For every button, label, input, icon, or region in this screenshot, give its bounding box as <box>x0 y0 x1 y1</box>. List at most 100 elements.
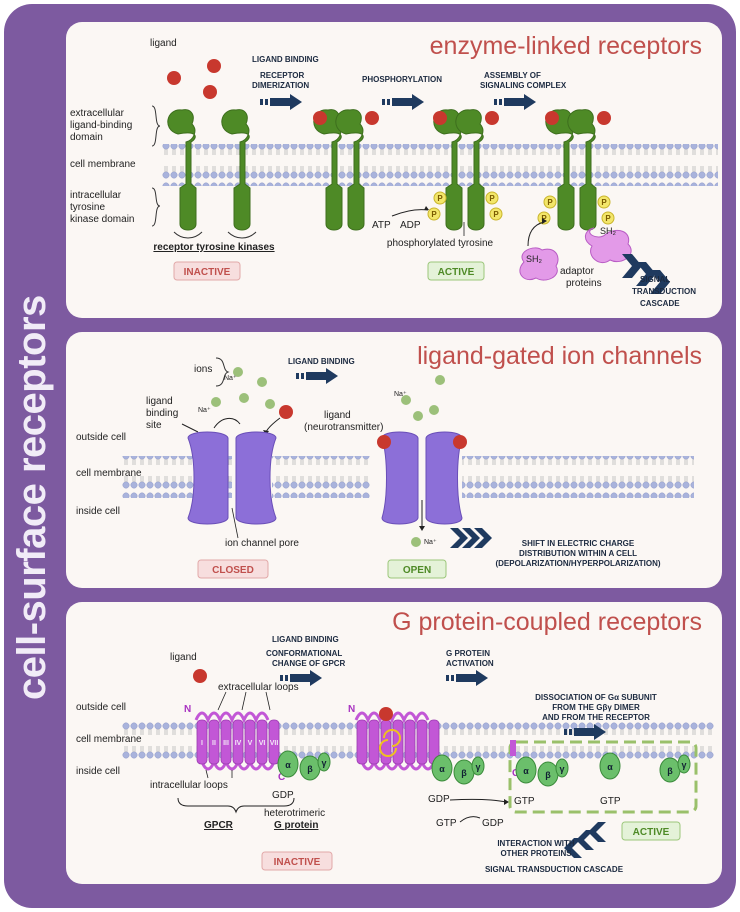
svg-text:γ: γ <box>475 762 480 772</box>
extracellular-label-1: extracellular <box>70 108 125 119</box>
ligand-label: ligand <box>150 38 177 49</box>
panel-enzyme-linked: P enzyme-linked receptors ligand extrace… <box>66 22 722 318</box>
receptor-label: receptor tyrosine kinases <box>153 242 275 253</box>
g-beta-gamma-dimer <box>659 754 691 783</box>
gdp-label: GDP <box>482 818 504 829</box>
ligand-molecule <box>279 405 293 419</box>
step-arrow-icon <box>296 368 338 384</box>
gpcr-receptor: I II III IV V VI VII <box>194 711 280 771</box>
interaction-label-1: INTERACTION WITH <box>497 839 575 848</box>
step-arrow-icon <box>382 94 424 110</box>
closed-label: CLOSED <box>212 565 254 576</box>
panel-gpcr: G protein-coupled receptors outside cell… <box>66 602 722 884</box>
svg-text:β: β <box>545 770 551 780</box>
reaction-arrow-icon <box>391 209 429 217</box>
step-ligand-binding: LIGAND BINDING <box>288 357 355 366</box>
adaptor-label-2: proteins <box>566 278 602 289</box>
gtp-label: GTP <box>436 818 457 829</box>
panel-ion-channels: ligand-gated ion channels outside cell c… <box>66 332 722 588</box>
svg-text:α: α <box>439 764 445 774</box>
step-change-gpcr: CHANGE OF GPCR <box>272 659 346 668</box>
inside-label: inside cell <box>76 506 120 517</box>
ligand-molecule <box>167 71 181 85</box>
phosphorylated-dimer <box>427 109 503 231</box>
gtp-label: GTP <box>514 796 535 807</box>
sodium-label: Na⁺ <box>394 391 407 398</box>
g-protein-label: G protein <box>274 820 318 831</box>
step-dimerization: DIMERIZATION <box>252 81 309 90</box>
svg-text:γ: γ <box>559 764 564 774</box>
step-receptor: RECEPTOR <box>260 71 305 80</box>
ion-dot <box>413 411 423 421</box>
inside-label: inside cell <box>76 766 120 777</box>
outside-label: outside cell <box>76 432 126 443</box>
receptor-dimer <box>313 109 379 231</box>
phosphorylated-tyrosine-label: phosphorylated tyrosine <box>387 238 494 249</box>
sh2-label: SH₂ <box>600 226 617 236</box>
binding-site-label-3: site <box>146 420 162 431</box>
interaction-label-2: OTHER PROTEINS <box>500 849 572 858</box>
pore-label: ion channel pore <box>225 538 299 549</box>
ion-dot <box>239 393 249 403</box>
cell-membrane <box>162 144 718 186</box>
chevron-interaction-icon <box>564 822 606 858</box>
adp-label: ADP <box>400 220 421 231</box>
ligand-molecule <box>207 59 221 73</box>
cell-membrane <box>272 456 370 498</box>
ligand-molecule <box>203 85 217 99</box>
panel1-title: enzyme-linked receptors <box>430 32 702 60</box>
membrane-label: cell membrane <box>70 159 136 170</box>
step-dissociation-2: FROM THE Gβγ DIMER <box>552 703 640 712</box>
chevron-cascade-icon <box>622 254 670 294</box>
panel3-title: G protein-coupled receptors <box>392 608 702 636</box>
brace-icon <box>215 357 230 387</box>
step-ligand-binding: LIGAND BINDING <box>272 635 339 644</box>
shift-label-3: (DEPOLARIZATION/HYPERPOLARIZATION) <box>495 559 660 568</box>
step-assembly: ASSEMBLY OF <box>484 71 541 80</box>
ligand-label: ligand <box>324 410 351 421</box>
ions-label: ions <box>194 364 212 375</box>
panel2-title: ligand-gated ion channels <box>417 342 702 370</box>
svg-text:I: I <box>201 740 203 747</box>
cascade-label-1: SIGNAL <box>640 275 670 284</box>
intracellular-label-3: kinase domain <box>70 214 134 225</box>
svg-text:VI: VI <box>259 740 266 747</box>
sh2-label: SH₂ <box>526 254 543 264</box>
active-label: ACTIVE <box>633 827 670 838</box>
side-title: cell-surface receptors <box>10 295 55 700</box>
n-terminus-label: N <box>184 704 191 715</box>
svg-text:N: N <box>348 704 355 715</box>
step-conformational: CONFORMATIONAL <box>266 649 342 658</box>
gdp-label: GDP <box>428 794 450 805</box>
sodium-label: Na⁺ <box>198 407 211 414</box>
step-dissociation-1: DISSOCIATION OF Gα SUBUNIT <box>535 693 657 702</box>
svg-text:VII: VII <box>270 740 279 747</box>
brace-icon <box>151 105 161 147</box>
gtp-label: GTP <box>600 796 621 807</box>
signaling-complex <box>537 109 615 231</box>
cascade-label-3: CASCADE <box>640 299 680 308</box>
inactive-badge <box>173 261 241 281</box>
cascade-label-2: TRANSDUCTION <box>632 287 696 296</box>
svg-text:β: β <box>307 764 313 774</box>
step-ligand-binding: LIGAND BINDING <box>252 55 319 64</box>
ion-dot <box>257 377 267 387</box>
gpcr-label: GPCR <box>204 820 234 831</box>
intracellular-loops-label: intracellular loops <box>150 780 228 791</box>
c-terminus-label: C <box>278 772 285 783</box>
step-dissociation-3: AND FROM THE RECEPTOR <box>542 713 650 722</box>
extracellular-label-2: ligand-binding <box>70 120 132 131</box>
step-signaling-complex: SIGNALING COMPLEX <box>480 81 567 90</box>
heterotrimeric-label: heterotrimeric <box>264 808 325 819</box>
adaptor-label-1: adaptor <box>560 266 595 277</box>
receptor-stub <box>510 740 516 756</box>
ion-dot <box>211 397 221 407</box>
step-g-protein: G PROTEIN <box>446 649 490 658</box>
active-badge <box>621 821 681 841</box>
svg-text:IV: IV <box>235 740 242 747</box>
adaptor-protein <box>519 247 559 281</box>
sodium-label: Na⁺ <box>224 375 237 382</box>
extracellular-label-3: domain <box>70 132 103 143</box>
cell-membrane <box>462 456 694 498</box>
svg-text:α: α <box>285 760 291 770</box>
